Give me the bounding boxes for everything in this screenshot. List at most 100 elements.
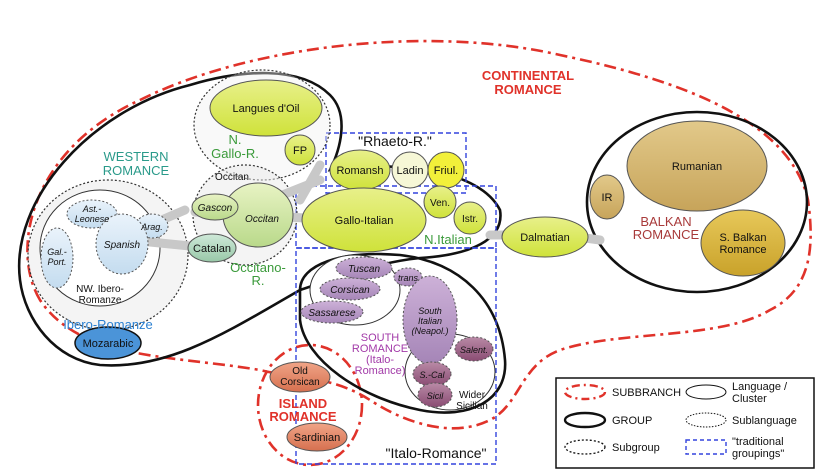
continental-label-2: ROMANCE [494,82,561,97]
old-corsican-label-2: Corsican [280,377,319,388]
ibero-romanze-label: Ibero-Romanze [63,317,153,332]
istr-bubble [453,201,487,235]
nw-ibero-label-1: NW. Ibero- [76,284,124,295]
salent-label: Salent. [460,345,488,355]
sardinian-bubble [286,422,348,452]
legend-group-label: GROUP [612,415,652,427]
s-cal-label: S.-Cal [419,370,445,380]
friul-label: Friul. [434,165,458,177]
legend-traditional-swatch [685,439,727,455]
western-label-1: WESTERN [104,149,169,164]
dalmatian-label: Dalmatian [520,232,570,244]
wider-sicilian-label-2: Sicilian [456,401,488,412]
legend-subbranch-label: SUBBRANCH [612,387,681,399]
island-label-2: ROMANCE [269,409,336,424]
gallo-italian-bubble [301,187,427,253]
legend-subbranch-swatch [563,383,607,401]
s-balkan-label-1: S. Balkan [719,232,766,244]
rumanian-bubble [626,120,768,212]
south-label-1: SOUTH [361,332,400,344]
trans-bubble [393,267,423,287]
sicil-label: Sicil [427,391,445,401]
legend-subgroup-swatch [564,439,606,455]
legend-subgroup-label: Subgroup [612,442,660,454]
dalmatian-bubble [501,216,589,258]
legend-group-swatch [563,411,607,429]
gallo-italian-label: Gallo-Italian [335,215,394,227]
wider-sicilian-label-1: Wider [459,390,486,401]
sassarese-bubble [300,300,364,324]
corsican-bubble [319,277,381,301]
rhaeto-traditional-box [325,132,467,194]
spanish-bubble [95,213,149,275]
mozarabic-label: Mozarabic [83,338,134,350]
n-gallo-label-2: Gallo-R. [211,146,259,161]
ven-label: Ven. [430,198,450,209]
old-corsican-bubble [269,361,331,393]
tuscan-bubble [335,256,393,280]
trans-label: trans [398,273,419,283]
occitan-group-label: Occitan [215,172,249,183]
ven-bubble [423,185,457,219]
arag-label: Arag. [140,222,163,232]
istr-label: Istr. [462,214,478,225]
ladin-label: Ladin [397,165,424,177]
rumanian-label: Rumanian [672,161,722,173]
italo-romance-label: "Italo-Romance" [386,445,487,461]
sassarese-label: Sassarese [308,308,356,319]
catalan-bubble [187,233,237,263]
legend-language-swatch [685,384,727,400]
sardinian-label: Sardinian [294,432,340,444]
n-gallo-label-1: N. [229,132,242,147]
island-label-1: ISLAND [279,396,327,411]
sicil-bubble [417,382,453,408]
nw-ibero-label-2: Romanze [79,295,122,306]
gascon-bubble [191,193,239,221]
western-label-2: ROMANCE [103,163,170,178]
western-group-boundary [17,71,502,367]
occitan-label: Occitan [245,214,279,225]
gascon-label: Gascon [198,203,233,214]
corsican-label: Corsican [330,285,370,296]
s-balkan-label-2: Romance [719,244,766,256]
balkan-label-1: BALKAN [640,214,691,229]
legend-sublanguage-label: Sublanguage [732,415,797,427]
island-romance-boundary [256,343,364,467]
ir-bubble [589,174,625,220]
occitano-label-2: R. [252,273,265,288]
legend-language-label-2: Cluster [732,393,767,405]
south-italian-label-2: Italian [418,316,442,326]
mozarabic-bubble [74,326,142,360]
tuscan-label: Tuscan [348,264,380,275]
rhaeto-label: "Rhaeto-R." [358,133,432,149]
n-italian-label: N.Italian [424,232,472,247]
ast-leonese-label-2: Leonese [75,214,110,224]
ast-leonese-bubble [66,199,118,229]
legend-sublanguage-swatch [685,412,727,428]
south-label-4: Romance) [355,365,406,377]
s-balkan-bubble [700,209,786,277]
legend-traditional-label-2: groupings" [732,448,784,460]
ast-leonese-label-1: Ast.- [82,204,102,214]
south-italian-label-3: (Neapol.) [411,326,448,336]
gal-port-label-2: Port. [47,257,66,267]
balkan-group-boundary [585,110,809,294]
fp-bubble [284,134,316,166]
south-label-3: (Italo- [366,354,394,366]
south-italian-label-1: South [418,306,442,316]
fp-label: FP [293,145,307,157]
south-label-2: ROMANCE [352,343,408,355]
occitano-label-1: Occitano- [230,260,286,275]
balkan-label-2: ROMANCE [633,227,700,242]
continental-label-1: CONTINENTAL [482,68,574,83]
langues-doil-bubble [209,79,323,137]
langues-doil-label: Langues d'Oil [233,103,300,115]
legend: SUBBRANCH GROUP Subgroup Language / Clus… [555,377,815,469]
spanish-label: Spanish [104,240,141,251]
gal-port-label-1: Gal.- [47,247,67,257]
ir-label: IR [602,192,613,204]
romansh-label: Romansh [336,165,383,177]
salent-bubble [454,336,494,362]
